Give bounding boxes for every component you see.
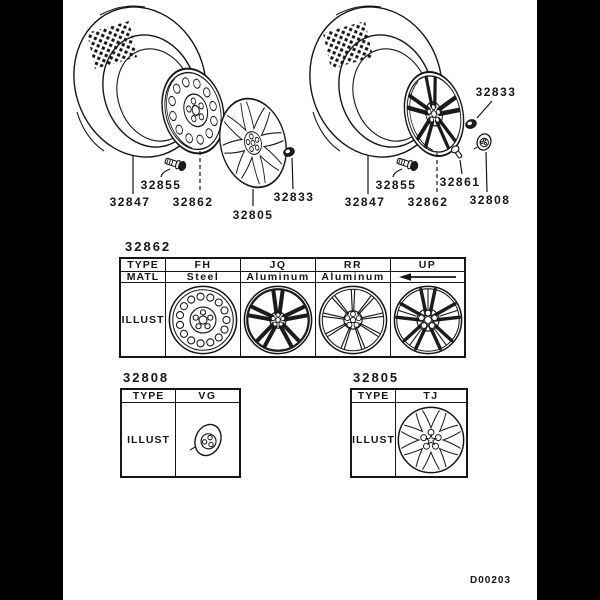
part-number-label-tire-left: 32847	[109, 195, 151, 209]
part-number-label-wheel-right: 32862	[407, 195, 449, 209]
tire-tread-pattern	[87, 21, 137, 69]
type-cell-rr: RR	[316, 259, 391, 272]
left-black-margin-bar	[0, 0, 63, 600]
type-cell-jq: JQ	[241, 259, 316, 272]
part-number-label-bolt-right: 32855	[375, 178, 417, 192]
illust-cell-fh	[166, 283, 241, 356]
part-number-label-wheel-left: 32862	[172, 195, 214, 209]
cap-table-title: 32808	[123, 370, 170, 385]
left-arrow-icon	[398, 273, 456, 281]
part-number-label-bolt-left: 32855	[140, 178, 182, 192]
wheel-table-title: 32862	[125, 239, 172, 254]
steel-wheel-illustration	[168, 285, 238, 354]
wheel-cover-table: TYPE TJ ILLUST	[350, 388, 468, 478]
tire-tread-pattern	[323, 21, 373, 69]
center-cap-table: TYPE VG ILLUST	[120, 388, 241, 478]
illust-cell-tj	[396, 403, 466, 476]
drawing-code: D00203	[470, 575, 512, 586]
type-cell-up: UP	[391, 259, 464, 272]
wheel-cover-illustration	[397, 406, 465, 473]
five-split-spoke-alloy-wheel-illustration	[393, 285, 462, 354]
part-number-label-nut-left: 32833	[273, 190, 315, 204]
row-header-illust: ILLUST	[122, 403, 176, 476]
left-lug-bolt	[164, 157, 187, 172]
leader-lines	[132, 100, 493, 206]
center-cap	[473, 133, 492, 151]
part-number-label-nut-right: 32833	[475, 85, 517, 99]
right-cap-nut	[465, 119, 477, 129]
type-cell-vg: VG	[176, 390, 239, 403]
valve	[450, 145, 463, 159]
wheel-variants-table: TYPE FH JQ RR UP MATL Steel Aluminum Alu…	[119, 257, 466, 358]
illust-cell-jq	[241, 283, 316, 356]
right-alloy-wheel	[403, 71, 465, 157]
illust-cell-up	[391, 283, 464, 356]
illust-cell-vg	[176, 403, 239, 476]
cover-table-title: 32805	[353, 370, 400, 385]
row-header-matl: MATL	[121, 272, 166, 283]
row-header-type: TYPE	[352, 390, 396, 403]
type-cell-tj: TJ	[396, 390, 466, 403]
part-number-label-center-cap: 32808	[469, 193, 511, 207]
part-number-label-valve: 32861	[439, 175, 481, 189]
matl-cell-rr: Aluminum	[316, 272, 391, 283]
part-number-label-wheel-cover: 32805	[232, 208, 274, 222]
left-cap-nut	[283, 147, 295, 157]
matl-cell-jq: Aluminum	[241, 272, 316, 283]
row-header-illust: ILLUST	[121, 283, 166, 356]
row-header-illust: ILLUST	[352, 403, 396, 476]
left-steel-wheel	[161, 67, 225, 155]
five-twin-spoke-alloy-wheel-illustration	[243, 285, 313, 354]
matl-cell-up	[391, 272, 464, 283]
center-cap-illustration	[189, 423, 222, 456]
type-cell-fh: FH	[166, 259, 241, 272]
row-header-type: TYPE	[121, 259, 166, 272]
right-black-margin-bar	[537, 0, 600, 600]
part-number-label-tire-right: 32847	[344, 195, 386, 209]
illust-cell-rr	[316, 283, 391, 356]
matl-cell-fh: Steel	[166, 272, 241, 283]
row-header-type: TYPE	[122, 390, 176, 403]
right-lug-bolt	[396, 157, 419, 172]
left-wheel-cover	[219, 97, 287, 189]
nine-spoke-alloy-wheel-illustration	[318, 285, 388, 354]
